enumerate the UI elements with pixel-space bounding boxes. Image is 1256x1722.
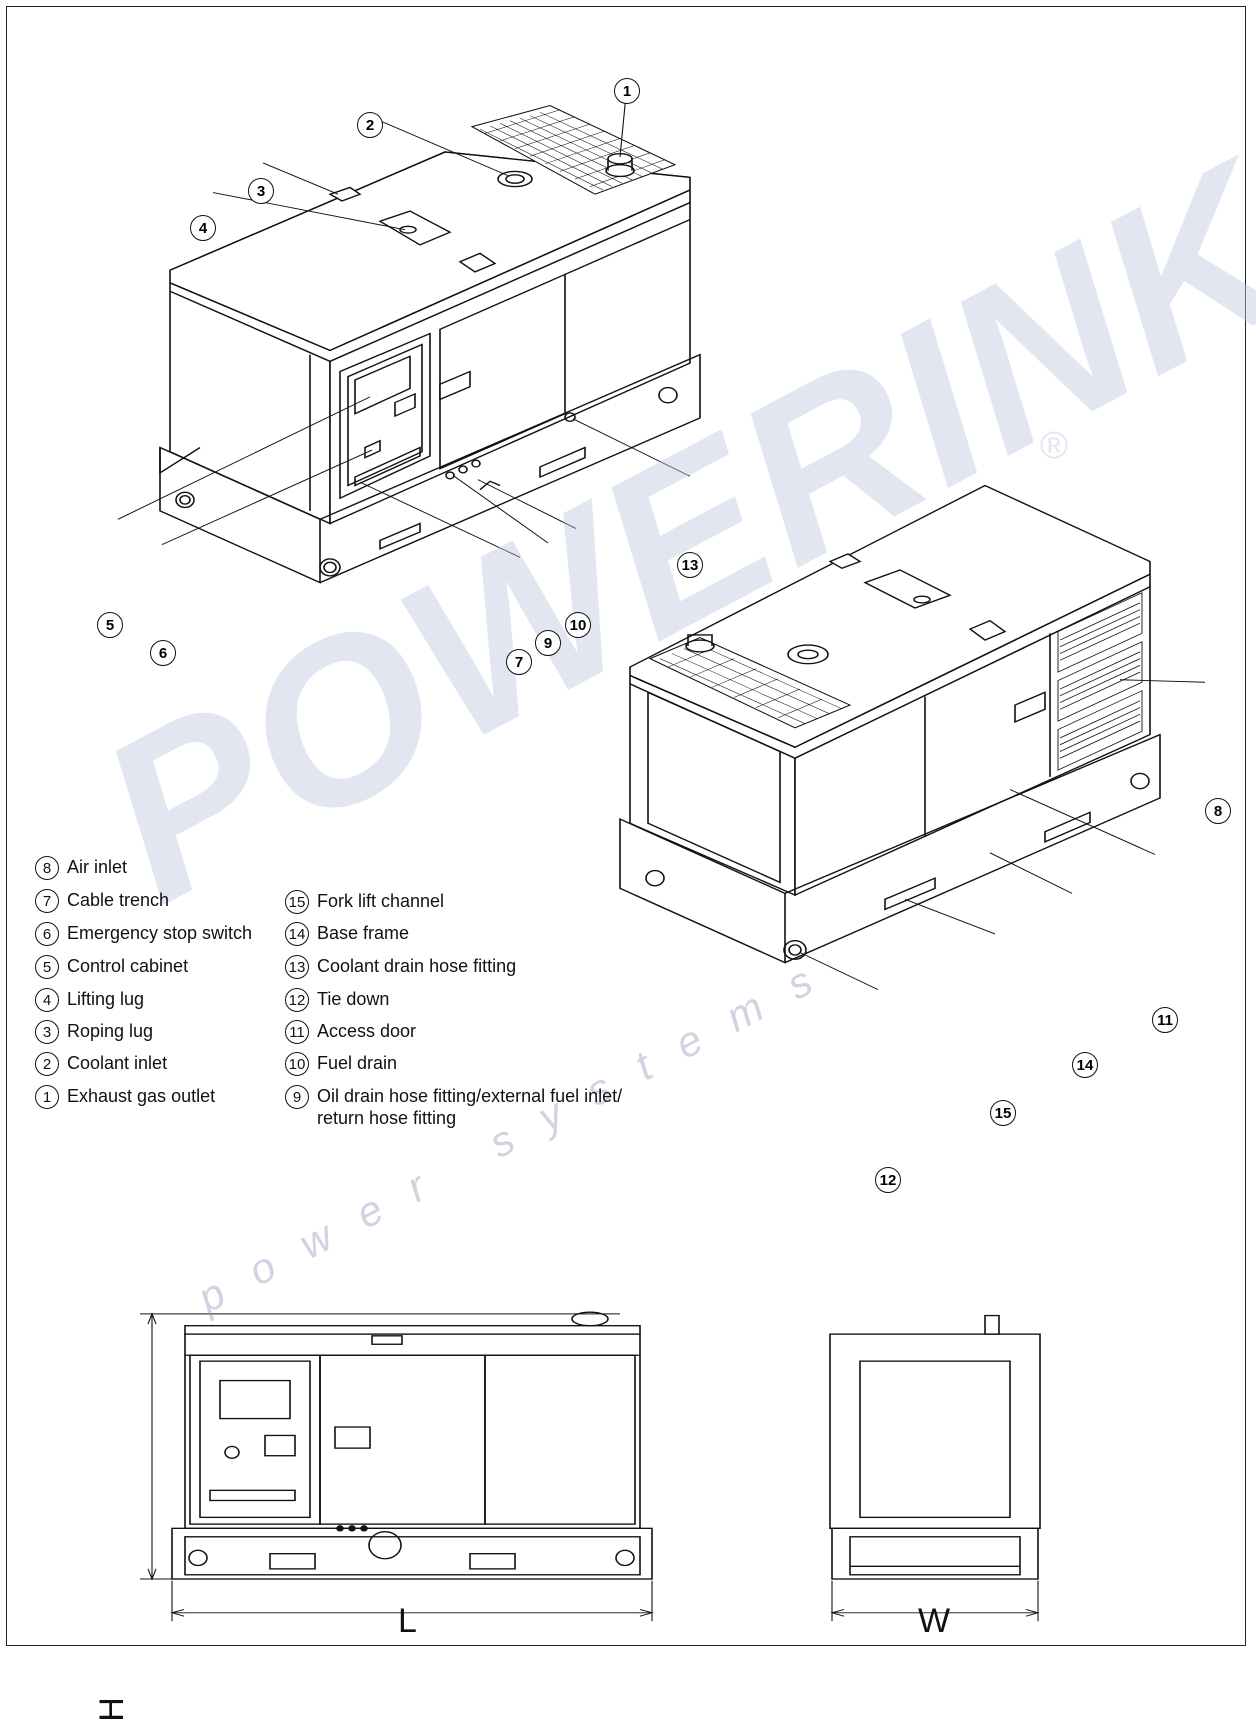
callout-2: 2 [357, 112, 383, 138]
callout-15: 15 [990, 1100, 1016, 1126]
generator-front-view [171, 1311, 653, 1580]
dimension-width-label: W [918, 1602, 951, 1640]
callout-3: 3 [248, 178, 274, 204]
callout-11: 11 [1152, 1007, 1178, 1033]
drawing-frame [6, 6, 1246, 1646]
dimension-length-label: L [398, 1602, 417, 1640]
generator-iso-front [159, 104, 701, 584]
callout-8: 8 [1205, 798, 1231, 824]
generator-drawing [117, 84, 1206, 1622]
generator-side-view [829, 1314, 1041, 1580]
callout-4: 4 [190, 215, 216, 241]
callout-5: 5 [97, 612, 123, 638]
dimension-lines [140, 1312, 1040, 1622]
callout-7: 7 [506, 649, 532, 675]
callout-12: 12 [875, 1167, 901, 1193]
generator-iso-rear [619, 484, 1161, 964]
callout-1: 1 [614, 78, 640, 104]
callout-9: 9 [535, 630, 561, 656]
dimension-height-label: H [92, 1697, 131, 1722]
callout-13: 13 [677, 552, 703, 578]
callout-6: 6 [150, 640, 176, 666]
callout-14: 14 [1072, 1052, 1098, 1078]
legend-item-9: 9 Oil drain hose fitting/external fuel i… [285, 1085, 622, 1129]
callout-10: 10 [565, 612, 591, 638]
